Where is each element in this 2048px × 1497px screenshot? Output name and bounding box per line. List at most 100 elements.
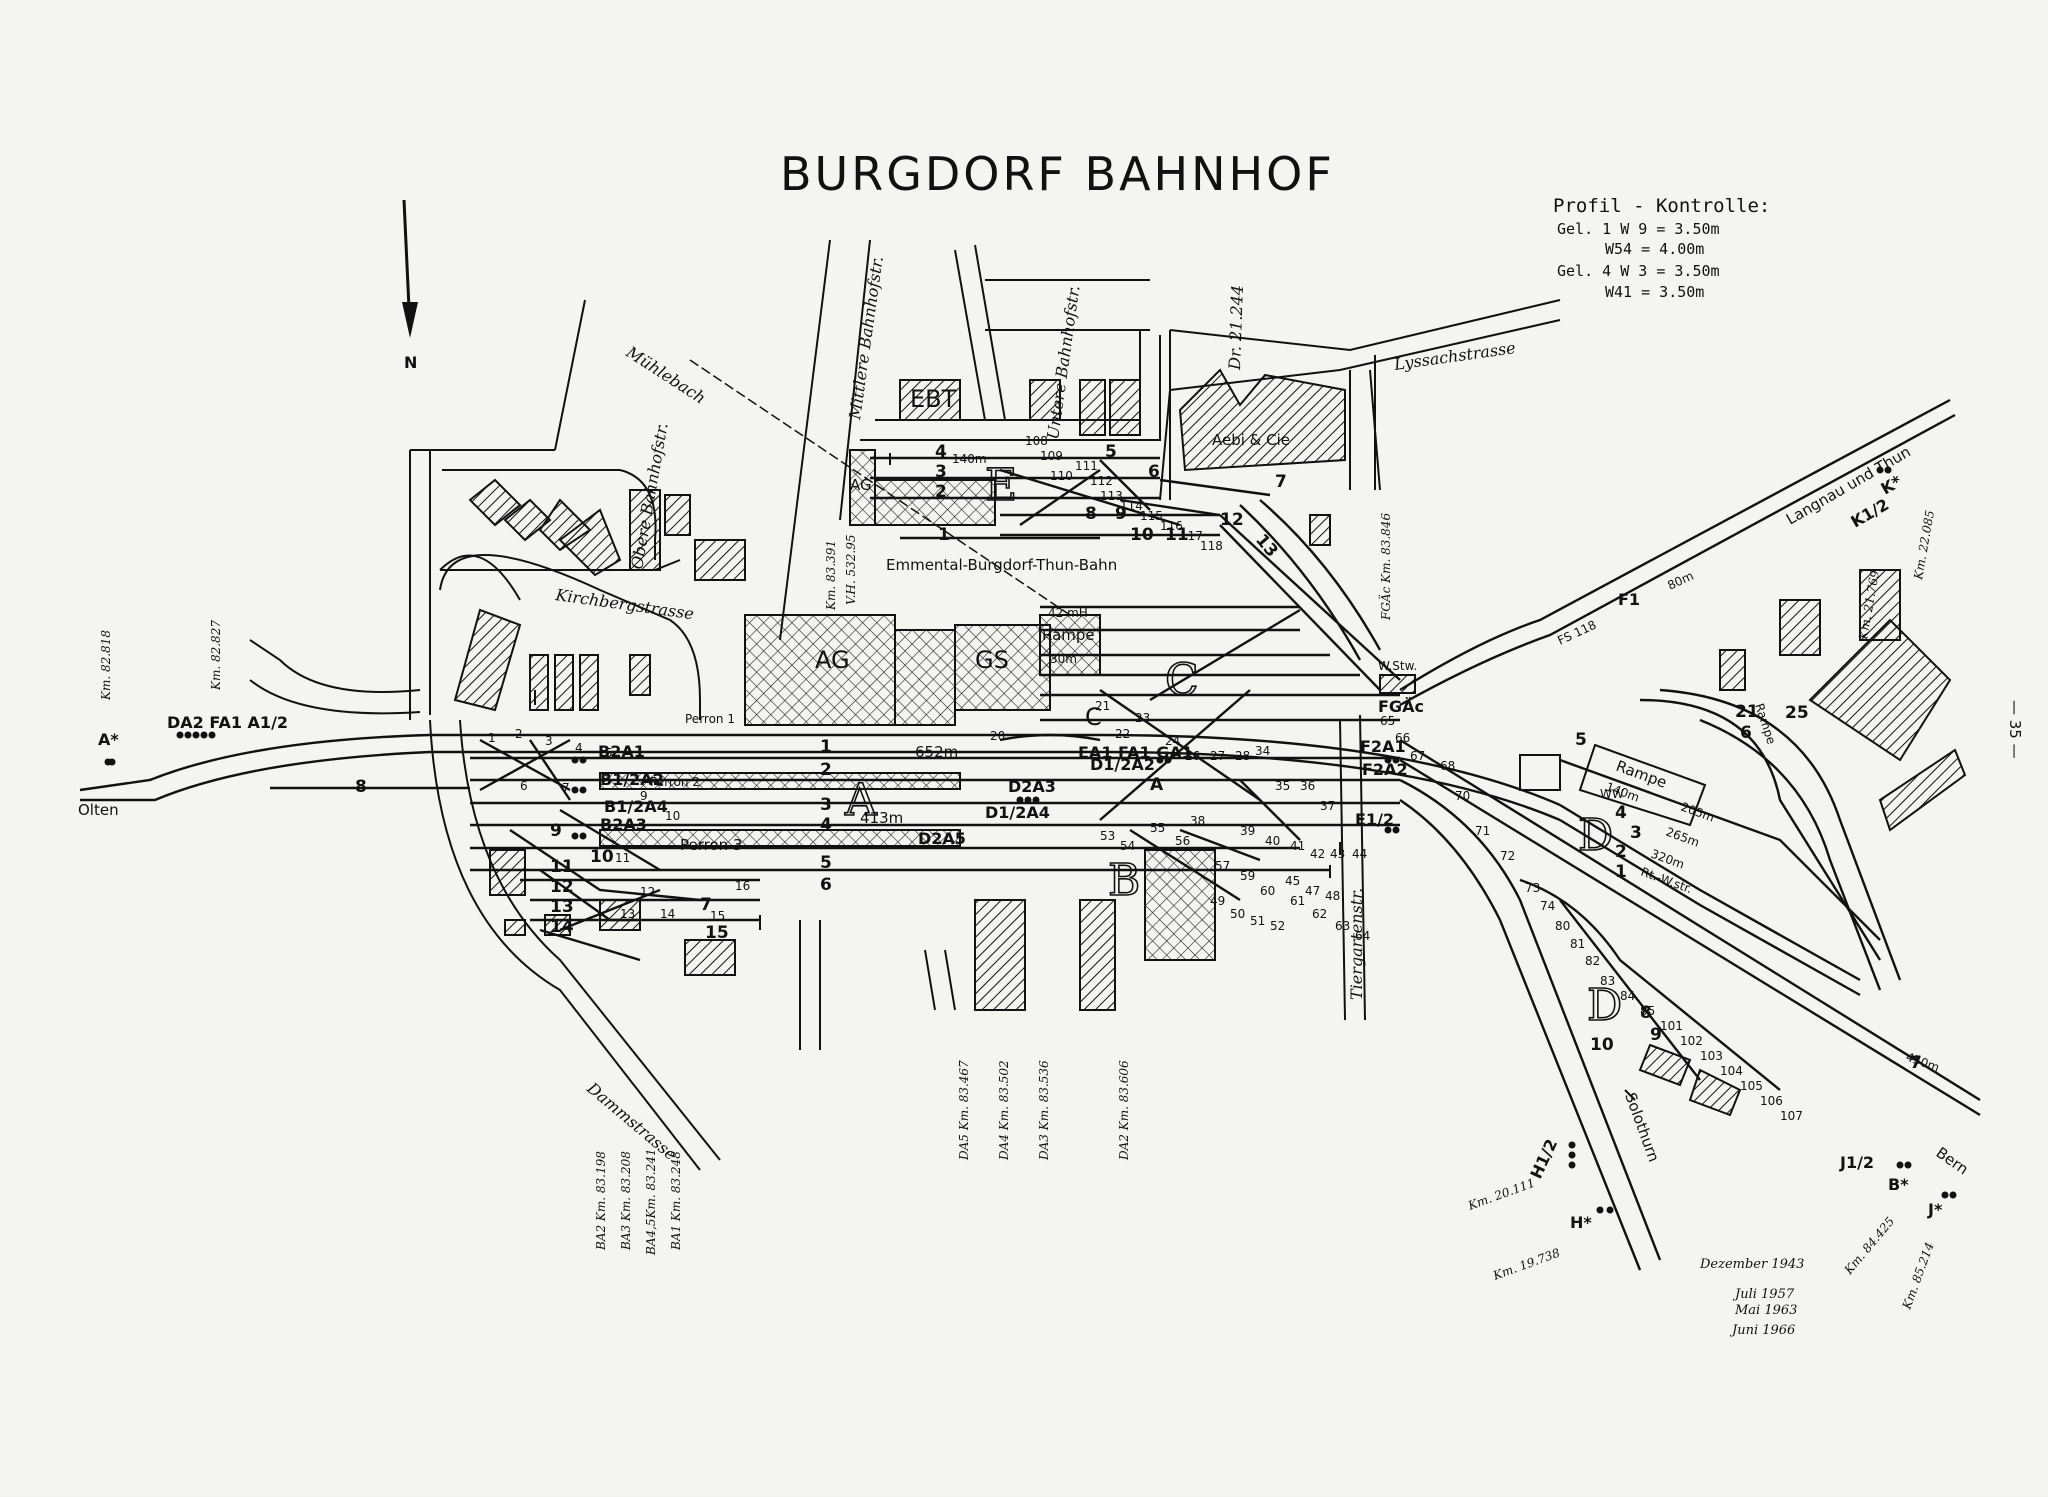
track-number: 5 bbox=[820, 853, 832, 873]
signal-lamp-icon bbox=[1596, 1206, 1604, 1214]
switch-number: 74 bbox=[1540, 899, 1555, 913]
track-number: 11 bbox=[550, 857, 574, 877]
buffer-stops bbox=[534, 453, 1636, 1101]
signal-fa2: F2A2 bbox=[1362, 760, 1408, 779]
km-left2: Km. 82.827 bbox=[209, 620, 223, 691]
switch-number: 13 bbox=[620, 907, 635, 921]
switch-number: 108 bbox=[1025, 434, 1048, 448]
track-number: 7 bbox=[700, 895, 712, 915]
switch-number: 49 bbox=[1210, 894, 1225, 908]
track-number: 11 bbox=[1165, 525, 1189, 545]
switch-number: 65 bbox=[1380, 714, 1395, 728]
track-number: 13 bbox=[550, 897, 574, 917]
km-bot3: BA4,5Km. 83.241 bbox=[644, 1148, 658, 1256]
north-arrow-icon bbox=[402, 199, 418, 338]
length-265: 265m bbox=[1664, 825, 1701, 850]
switch-number: 20 bbox=[990, 729, 1005, 743]
switch-number: 37 bbox=[1320, 799, 1335, 813]
signal-lamp-icon bbox=[579, 832, 587, 840]
switch-number: 59 bbox=[1240, 869, 1255, 883]
signal-b-a1: B2A1 bbox=[598, 742, 645, 761]
zone-a: A bbox=[844, 775, 878, 826]
street-kirchberg: Kirchbergstrasse bbox=[553, 585, 695, 623]
switch-number: 67 bbox=[1410, 749, 1425, 763]
revision-date: Mai 1963 bbox=[1734, 1303, 1797, 1318]
track-number: 9 bbox=[1650, 1025, 1662, 1045]
switch-number: 36 bbox=[1300, 779, 1315, 793]
signal-lamp-icon bbox=[1156, 756, 1164, 764]
switch-number: 44 bbox=[1352, 847, 1367, 861]
street-gewerbe: Dr. 21.244 bbox=[1225, 285, 1247, 371]
km-mid2: V.H. 532.95 bbox=[844, 535, 858, 605]
switch-number: 70 bbox=[1455, 789, 1470, 803]
length-652: 652m bbox=[915, 743, 958, 761]
signal-lamp-icon bbox=[1032, 796, 1040, 804]
signal-lamp-icon bbox=[108, 758, 116, 766]
switch-number: 83 bbox=[1600, 974, 1615, 988]
building-ag-small: AG bbox=[850, 476, 872, 494]
track-number: 4 bbox=[1615, 803, 1627, 823]
revision-date: Dezember 1943 bbox=[1699, 1257, 1804, 1272]
switch-number: 39 bbox=[1240, 824, 1255, 838]
signal-lamp-icon bbox=[1384, 826, 1392, 834]
signal-da5: D2A5 bbox=[918, 829, 966, 848]
signal-lamp-icon bbox=[1384, 756, 1392, 764]
switch-number: 16 bbox=[735, 879, 750, 893]
switch-number: 68 bbox=[1440, 759, 1455, 773]
length-413: 413m bbox=[860, 809, 903, 827]
profile-heading: Profil - Kontrolle: bbox=[1553, 195, 1770, 217]
switch-number: 60 bbox=[1260, 884, 1275, 898]
switch-number: 71 bbox=[1475, 824, 1490, 838]
track-number: 13 bbox=[1251, 530, 1282, 561]
signal-lamp-icon bbox=[1024, 796, 1032, 804]
km-d4: DA4 Km. 83.502 bbox=[997, 1060, 1011, 1161]
switch-number: 41 bbox=[1290, 839, 1305, 853]
signal-lamp-icon bbox=[1568, 1151, 1576, 1159]
signal-fa1: F2A1 bbox=[1360, 737, 1406, 756]
profile-line: W41 = 3.50m bbox=[1605, 283, 1704, 301]
switch-number: 1 bbox=[488, 731, 496, 745]
signal-j12: J1/2 bbox=[1839, 1153, 1874, 1172]
signal-lamp-icon bbox=[176, 731, 184, 739]
switch-number: 4 bbox=[575, 741, 583, 755]
track-number: 8 bbox=[355, 777, 367, 797]
signal-lamp-icon bbox=[1568, 1141, 1576, 1149]
km-d5: DA5 Km. 83.467 bbox=[957, 1060, 971, 1161]
signal-lamp-icon bbox=[192, 731, 200, 739]
signal-lamp-icon bbox=[1164, 756, 1172, 764]
switch-number: 110 bbox=[1050, 469, 1073, 483]
length-80: 80m bbox=[1665, 569, 1695, 593]
track-number: 8 bbox=[1640, 1003, 1652, 1023]
switch-number: 26 bbox=[1185, 749, 1200, 763]
switch-number: 72 bbox=[1500, 849, 1515, 863]
track-number: 12 bbox=[1220, 510, 1244, 530]
track-number: 3 bbox=[935, 462, 947, 482]
building-aebi: Aebi & Cie bbox=[1212, 431, 1290, 449]
switch-number: 103 bbox=[1700, 1049, 1723, 1063]
track-number: 21 bbox=[1735, 702, 1759, 722]
signal-lamp-icon bbox=[1949, 1191, 1957, 1199]
switch-number: 63 bbox=[1335, 919, 1350, 933]
switch-number: 61 bbox=[1290, 894, 1305, 908]
switch-number: 35 bbox=[1275, 779, 1290, 793]
signal-lamp-icon bbox=[208, 731, 216, 739]
switch-number: 27 bbox=[1210, 749, 1225, 763]
switch-number: 64 bbox=[1355, 929, 1370, 943]
switch-number: 73 bbox=[1525, 881, 1540, 895]
switch-number: 104 bbox=[1720, 1064, 1743, 1078]
switch-number: 45 bbox=[1285, 874, 1300, 888]
switch-number: 57 bbox=[1215, 859, 1230, 873]
km-bot1: BA2 Km. 83.198 bbox=[594, 1151, 608, 1251]
plan-title: BURGDORF BAHNHOF bbox=[780, 147, 1335, 201]
profile-line: Gel. 1 W 9 = 3.50m bbox=[1557, 220, 1720, 238]
signal-lamp-icon bbox=[1392, 756, 1400, 764]
signal-lamp-icon bbox=[1884, 466, 1892, 474]
switch-number: 12 bbox=[640, 885, 655, 899]
switch-number: 2 bbox=[515, 727, 523, 741]
signal-lamp-icon bbox=[1876, 466, 1884, 474]
track-number: 7 bbox=[1275, 472, 1287, 492]
km-rt2: Km. 22.085 bbox=[1911, 509, 1937, 581]
zone-c-small: C bbox=[1085, 703, 1102, 731]
